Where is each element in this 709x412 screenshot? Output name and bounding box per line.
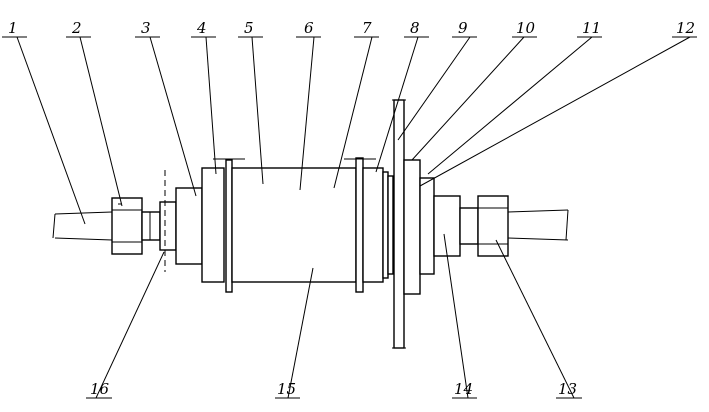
callout-10: 10 — [516, 19, 536, 37]
callout-15: 15 — [277, 380, 296, 398]
right-bearing — [434, 196, 460, 256]
callout-5: 5 — [244, 19, 254, 37]
callout-11: 11 — [582, 19, 601, 37]
callout-2: 2 — [71, 19, 82, 37]
callout-6: 6 — [304, 19, 314, 37]
drum-body — [232, 168, 356, 282]
left-end-flange — [202, 168, 224, 282]
right-nut — [478, 196, 508, 256]
callout-8: 8 — [410, 19, 420, 37]
right-shaft — [508, 210, 568, 240]
callout-16: 16 — [90, 380, 110, 398]
gasket-plates — [383, 172, 393, 278]
callout-7: 7 — [362, 19, 372, 37]
callout-14: 14 — [454, 380, 473, 398]
callout-3: 3 — [141, 19, 151, 37]
left-nut — [112, 198, 142, 254]
callout-13: 13 — [558, 380, 577, 398]
left-coupling — [142, 212, 160, 240]
bearing-seat — [404, 160, 420, 294]
callout-9: 9 — [458, 19, 468, 37]
callout-1: 1 — [8, 19, 18, 37]
right-coupling — [460, 208, 478, 244]
callout-4: 4 — [196, 19, 207, 37]
left-collar — [160, 170, 176, 272]
left-bearing-housing — [176, 188, 202, 264]
callout-12: 12 — [676, 19, 695, 37]
right-hub — [420, 178, 434, 274]
right-end-flange — [363, 168, 383, 282]
